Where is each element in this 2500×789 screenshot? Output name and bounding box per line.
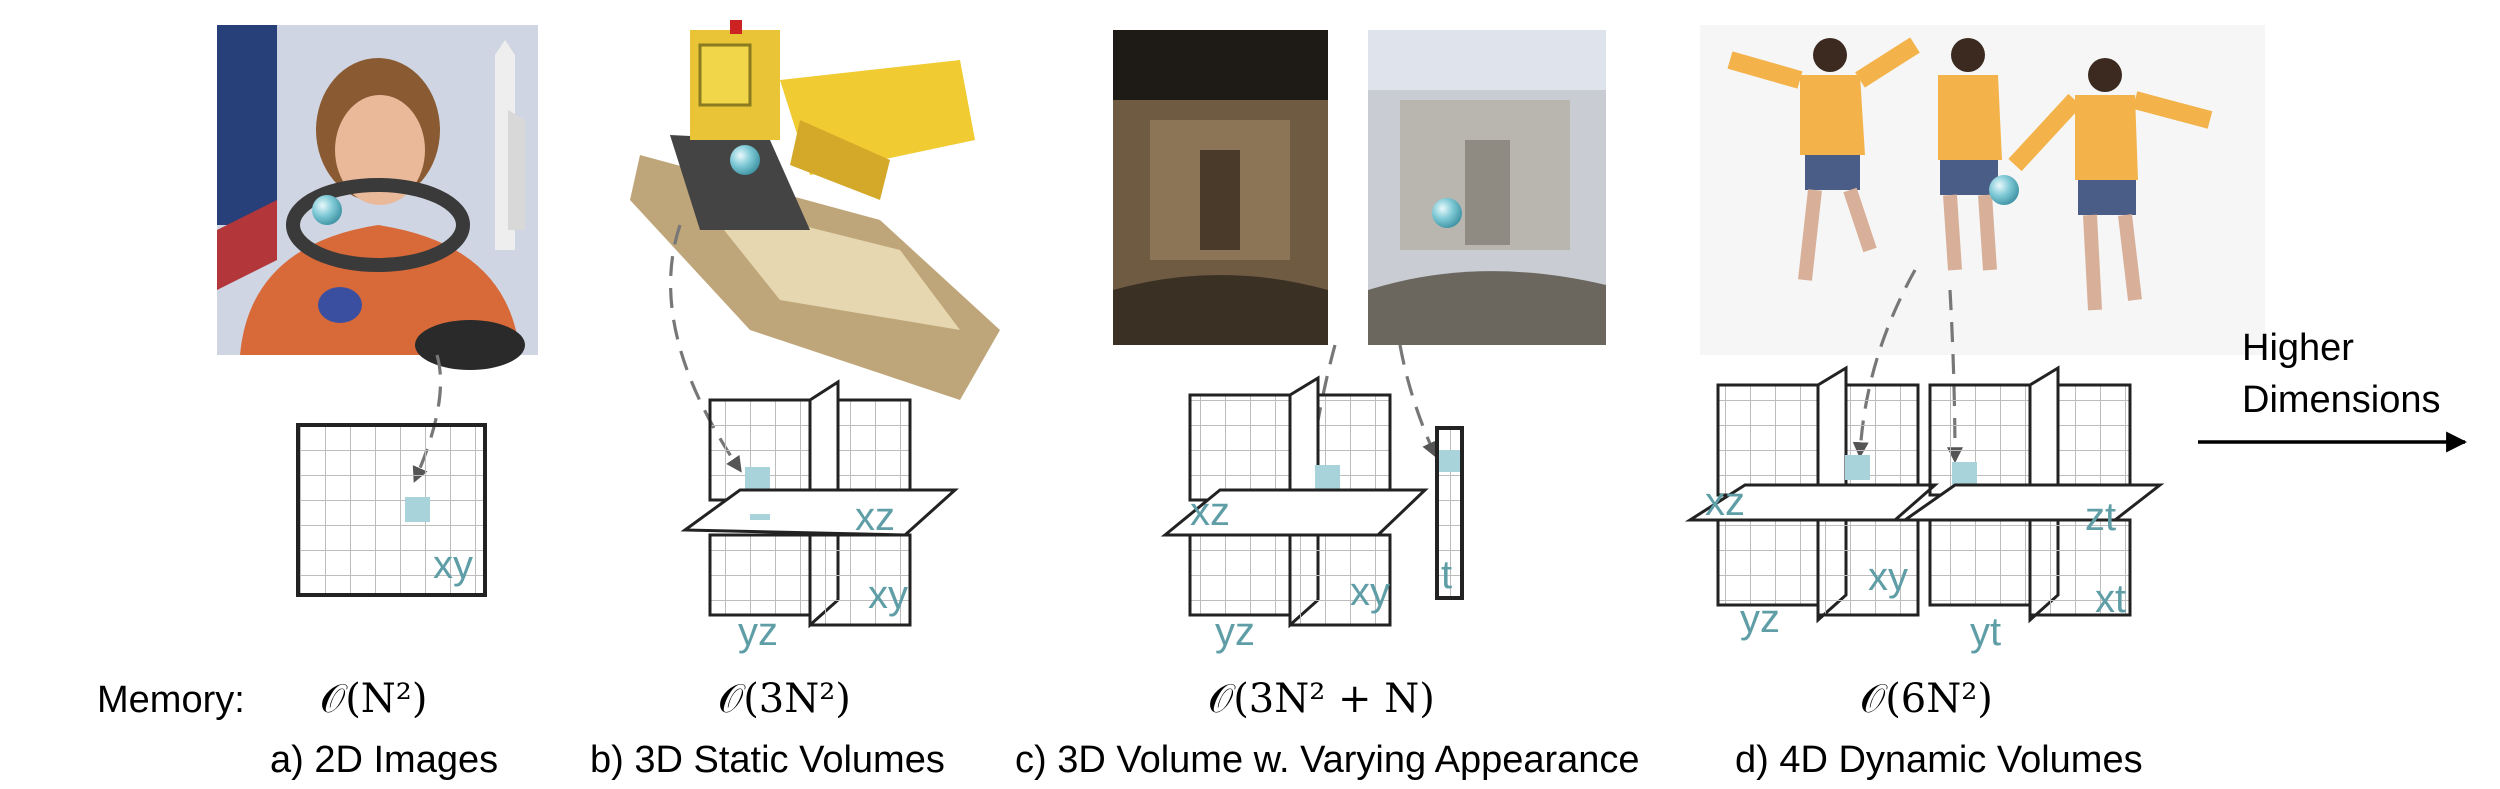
plane-label: yz xyxy=(738,610,778,654)
plane-label: yt xyxy=(1970,610,2001,654)
plane-label: xz xyxy=(1705,480,1745,524)
panel-4d-dynamic-volumes: xz xy yz zt xt yt 𝒪(6N²) d) 4D Dynamic V… xyxy=(1684,25,2265,781)
higher-dimensions-line1: Higher xyxy=(2242,327,2354,369)
higher-dimensions-indicator: Higher Dimensions xyxy=(2198,327,2468,453)
memory-complexity: 𝒪(3N²) xyxy=(718,676,851,722)
plane-label: yz xyxy=(1215,610,1255,654)
panel-caption: b) 3D Static Volumes xyxy=(590,739,945,781)
plane-label: xy xyxy=(1350,570,1390,614)
plane-label: xy xyxy=(433,543,473,587)
query-point-icon xyxy=(1989,175,2019,205)
plane-label: zt xyxy=(2085,495,2116,539)
triplane-planes: xz xy yz xyxy=(680,379,959,654)
plane-label: t xyxy=(1441,553,1452,597)
astronaut-photo xyxy=(217,25,538,370)
lego-bulldozer-render xyxy=(630,20,1000,400)
plane-label: xz xyxy=(1190,490,1230,534)
panel-caption: d) 4D Dynamic Volumes xyxy=(1735,739,2143,781)
panel-2d-images: xy 𝒪(N²) a) 2D Images xyxy=(217,25,538,781)
projection-arrow xyxy=(1398,344,1437,458)
plane-label: xy xyxy=(1868,555,1908,599)
query-point-icon xyxy=(730,145,760,175)
panel-caption: c) 3D Volume w. Varying Appearance xyxy=(1015,739,1640,781)
memory-complexity: 𝒪(3N² + N) xyxy=(1208,676,1435,722)
plane-label: yz xyxy=(1740,597,1780,641)
plane-label: xy xyxy=(868,573,908,617)
panel-3d-varying-appearance: xz xy yz t 𝒪(3N² + N) c) 3D Volume w. Va… xyxy=(1015,30,1640,781)
projection-arrow xyxy=(1301,344,1337,484)
query-point-icon xyxy=(1432,198,1462,228)
memory-complexity: 𝒪(6N²) xyxy=(1860,676,1993,722)
triplane-planes: xz xy yz t xyxy=(1160,375,1464,654)
panel-caption: a) 2D Images xyxy=(270,739,498,781)
panel-3d-static-volumes: xz xy yz 𝒪(3N²) b) 3D Static Volumes xyxy=(590,20,1000,781)
trevi-fountain-photo xyxy=(1113,30,1606,345)
projection-arrow xyxy=(669,224,742,473)
plane-xy: xy xyxy=(296,423,487,597)
memory-label: Memory: xyxy=(97,679,245,721)
memory-complexity: 𝒪(N²) xyxy=(320,676,427,722)
query-point-icon xyxy=(312,195,342,225)
dancing-person-render xyxy=(1700,25,2265,355)
hexplane-planes: xz xy yz zt xt yt xyxy=(1684,365,2165,654)
plane-label: xz xyxy=(855,495,895,539)
higher-dimensions-line2: Dimensions xyxy=(2242,379,2441,421)
plane-label: xt xyxy=(2095,577,2126,621)
